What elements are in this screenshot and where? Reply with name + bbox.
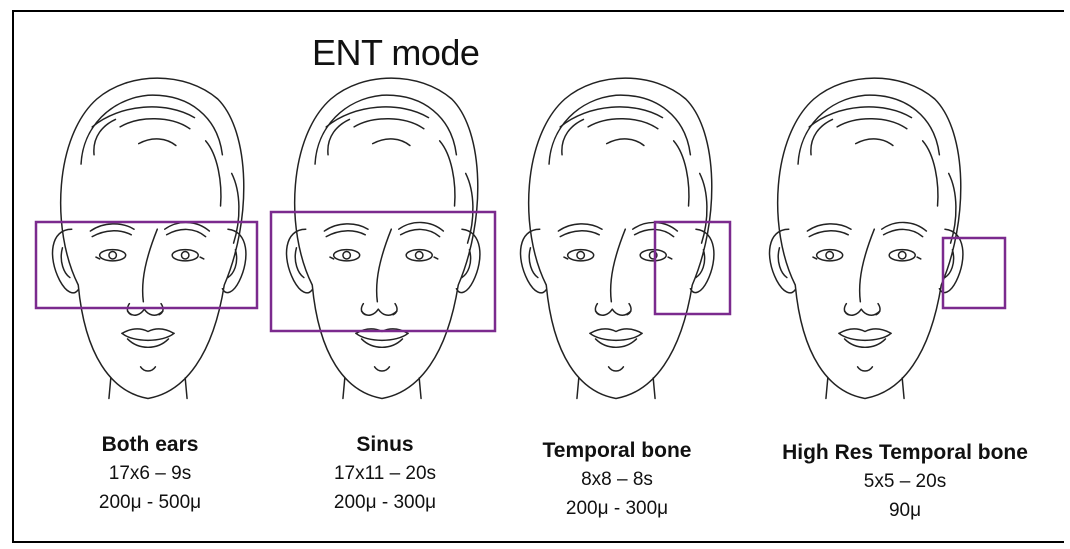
caption-temporal-bone: Temporal bone 8x8 – 8s 200μ - 300μ bbox=[512, 436, 722, 523]
mode-resolution: 90μ bbox=[745, 496, 1065, 525]
face-high-res-temporal-bone bbox=[770, 78, 963, 398]
caption-high-res-temporal-bone: High Res Temporal bone 5x5 – 20s 90μ bbox=[745, 438, 1065, 525]
mode-resolution: 200μ - 300μ bbox=[295, 488, 475, 517]
caption-sinus: Sinus 17x11 – 20s 200μ - 300μ bbox=[295, 430, 475, 517]
caption-both-ears: Both ears 17x6 – 9s 200μ - 500μ bbox=[60, 430, 240, 517]
face-temporal-bone bbox=[521, 78, 714, 398]
mode-fov: 8x8 – 8s bbox=[512, 465, 722, 494]
mode-name: High Res Temporal bone bbox=[745, 438, 1065, 467]
face-sinus bbox=[287, 78, 480, 398]
mode-fov: 17x11 – 20s bbox=[295, 459, 475, 488]
mode-fov: 17x6 – 9s bbox=[60, 459, 240, 488]
mode-name: Sinus bbox=[295, 430, 475, 459]
face-both-ears bbox=[53, 78, 246, 398]
mode-fov: 5x5 – 20s bbox=[745, 467, 1065, 496]
mode-resolution: 200μ - 300μ bbox=[512, 494, 722, 523]
fov-box-temporal-bone bbox=[655, 222, 730, 314]
mode-name: Temporal bone bbox=[512, 436, 722, 465]
mode-name: Both ears bbox=[60, 430, 240, 459]
mode-resolution: 200μ - 500μ bbox=[60, 488, 240, 517]
fov-box-high-res-temporal-bone bbox=[943, 238, 1005, 308]
